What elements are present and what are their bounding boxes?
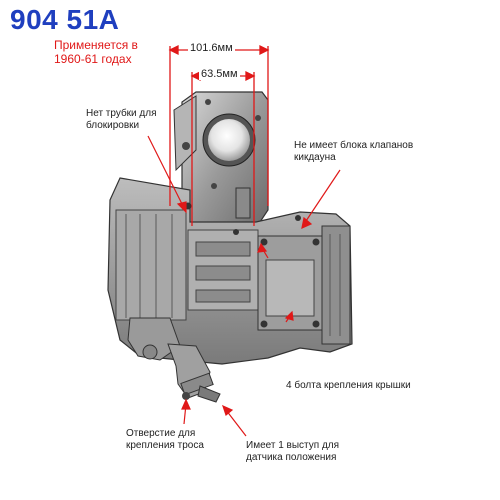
- manual-lever: [142, 343, 221, 403]
- callout-cable-hole: Отверстие для крепления троса: [126, 428, 204, 451]
- callout-position-sensor: Имеет 1 выступ для датчика положения: [246, 440, 340, 463]
- upper-housing: [173, 91, 269, 229]
- callout-no-lockup-tube: Нет трубки для блокировки: [86, 108, 157, 131]
- diagram-subtitle: Применяется в 1960-61 годах: [54, 38, 138, 66]
- dimension-inner-label: 63.5мм: [199, 68, 240, 80]
- callout-arrows: [147, 135, 341, 437]
- diagram-title: 904 51A: [10, 4, 120, 35]
- accumulator-piston: [208, 119, 250, 161]
- callout-cover-bolts: 4 болта крепления крышки: [286, 380, 411, 391]
- dimension-outer-label: 101.6мм: [188, 42, 235, 54]
- callout-no-kickdown-valve: Не имеет блока клапанов кикдауна: [294, 140, 414, 163]
